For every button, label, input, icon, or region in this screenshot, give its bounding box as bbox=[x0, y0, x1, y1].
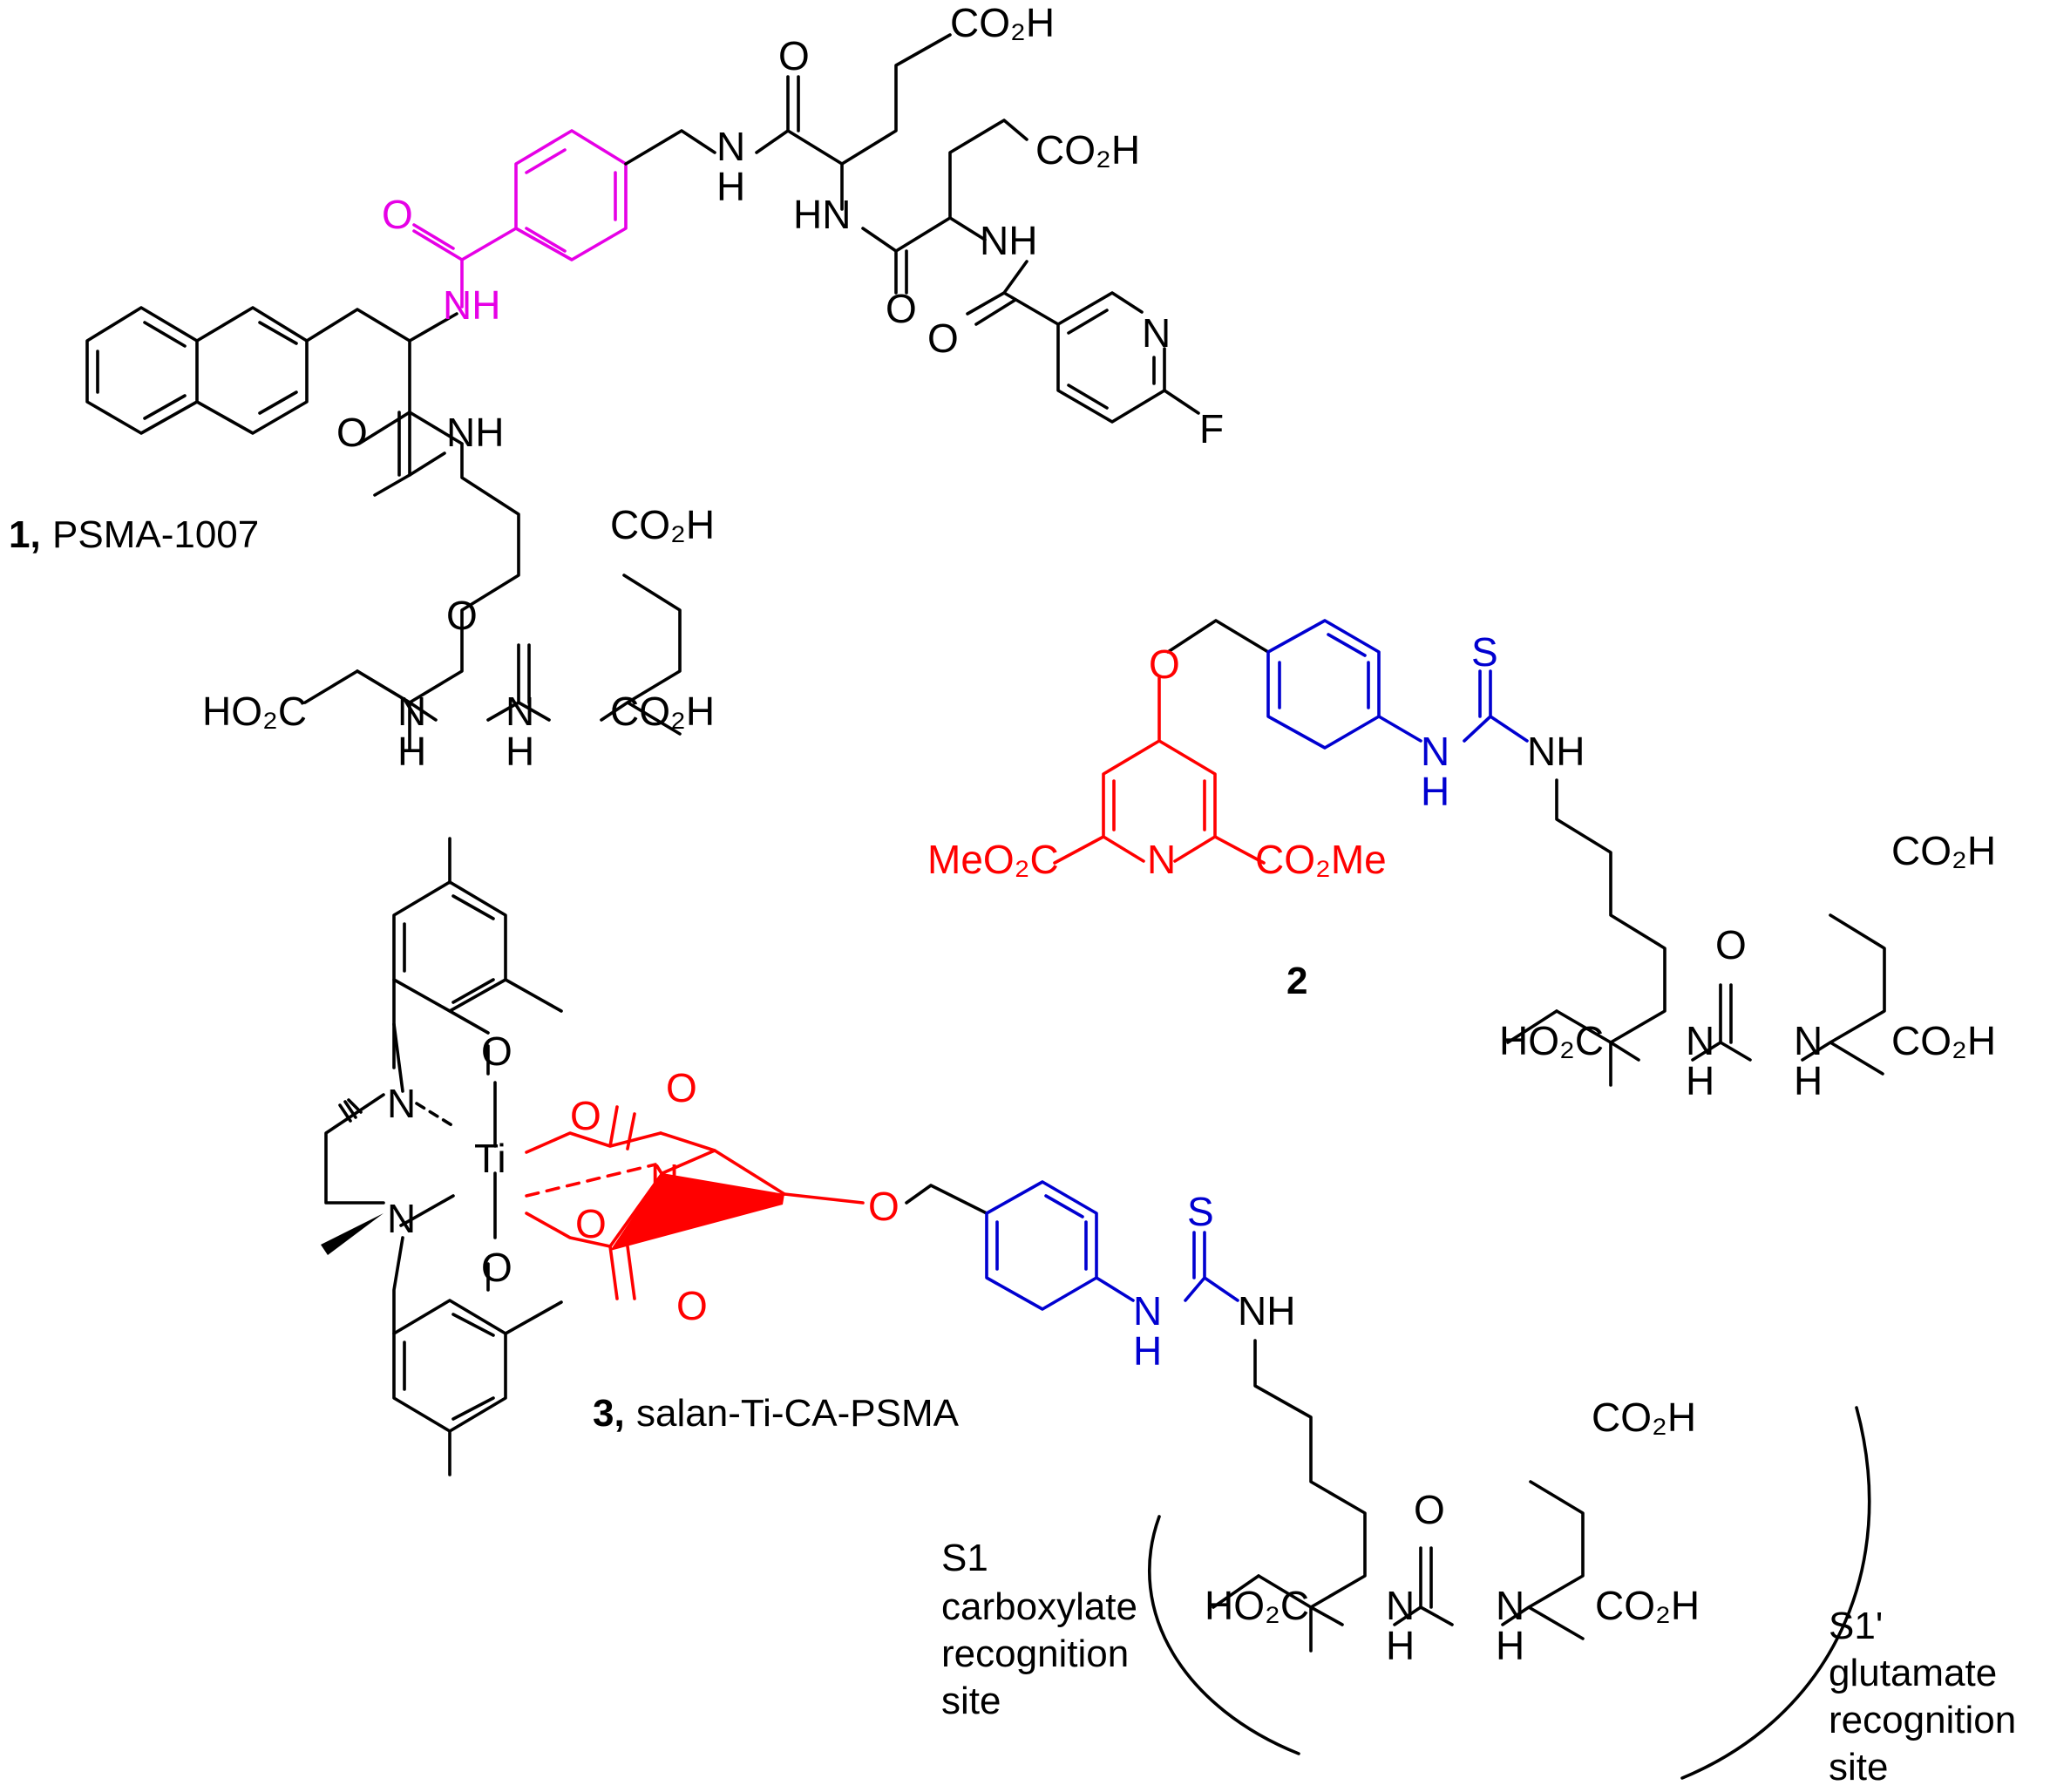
c1-n-urea-1: N bbox=[397, 689, 426, 734]
c2-n-urea-2: N bbox=[1794, 1018, 1823, 1063]
s1-site-label: S1 carboxylate recognition site bbox=[941, 1537, 1137, 1722]
c1-h-urea-1: H bbox=[397, 729, 426, 774]
c1-o-amide-magenta: O bbox=[382, 192, 413, 237]
c1-o-urea: O bbox=[446, 593, 478, 638]
c1-o-a: O bbox=[778, 33, 810, 78]
c3-o-ether: O bbox=[868, 1184, 899, 1229]
s1-prime-line-2: glutamate bbox=[1829, 1652, 1997, 1694]
c3-co2h-b: CO₂H bbox=[1595, 1583, 1700, 1628]
compound-3-atom-labels: Ti N N O O O O O O N O S N H NH CO₂H O H… bbox=[387, 1028, 1700, 1668]
c1-co2h-b: CO₂H bbox=[1035, 127, 1140, 173]
c1-nh-c: NH bbox=[980, 218, 1037, 263]
c2-co2h-a: CO₂H bbox=[1891, 828, 1996, 873]
compound-1-structure bbox=[85, 33, 1200, 751]
c3-o-phenolate-bottom: O bbox=[481, 1245, 512, 1290]
s1-line-2: carboxylate bbox=[941, 1585, 1137, 1628]
c1-co2h-c: CO₂H bbox=[610, 502, 715, 547]
compound-1-name: PSMA-1007 bbox=[52, 513, 259, 556]
c3-n-top: N bbox=[387, 1081, 416, 1126]
c2-o-urea: O bbox=[1715, 922, 1747, 967]
c3-o-carboxylate-bottom: O bbox=[575, 1201, 607, 1246]
c2-meo2c: MeO₂C bbox=[927, 837, 1059, 882]
compound-2-number: 2 bbox=[1286, 960, 1307, 1002]
compound-2-caption: 2 bbox=[1286, 960, 1307, 1002]
compound-1-caption: 1, PSMA-1007 bbox=[9, 513, 259, 556]
s1-line-1: S1 bbox=[941, 1537, 988, 1579]
c3-pyridine-n: N bbox=[650, 1156, 679, 1201]
c1-fluorine: F bbox=[1199, 406, 1224, 451]
c2-sulfur: S bbox=[1471, 629, 1498, 675]
compound-1-number: 1, bbox=[9, 513, 41, 556]
c3-sulfur: S bbox=[1187, 1189, 1214, 1234]
c3-o-keto-top: O bbox=[666, 1065, 697, 1110]
c3-co2h-a: CO₂H bbox=[1592, 1395, 1696, 1440]
c3-nh-thiourea-2: NH bbox=[1238, 1288, 1295, 1334]
c3-titanium: Ti bbox=[474, 1136, 506, 1181]
c1-nh-d: NH bbox=[446, 410, 504, 455]
c2-h-thiourea-1: H bbox=[1421, 769, 1449, 814]
compound-3-caption: 3, salan-Ti-CA-PSMA bbox=[593, 1392, 960, 1435]
s1-prime-site-label: S1' glutamate recognition site bbox=[1829, 1605, 2016, 1789]
s1-prime-line-3: recognition bbox=[1829, 1699, 2016, 1741]
c3-h-urea-1: H bbox=[1386, 1623, 1415, 1668]
s1-prime-line-4: site bbox=[1829, 1746, 1888, 1789]
c1-co2h-a: CO₂H bbox=[950, 0, 1055, 45]
c3-o-urea: O bbox=[1414, 1487, 1445, 1532]
c1-h-urea-2: H bbox=[506, 729, 534, 774]
c3-o-keto-bottom: O bbox=[676, 1283, 708, 1328]
s1-line-4: site bbox=[941, 1680, 1001, 1722]
c1-pyridine-n: N bbox=[1142, 310, 1171, 356]
c1-o-c: O bbox=[927, 316, 959, 361]
c3-h-thiourea-1: H bbox=[1133, 1328, 1162, 1374]
c3-o-phenolate-top: O bbox=[481, 1028, 512, 1074]
c2-h-urea-2: H bbox=[1794, 1058, 1823, 1103]
c2-co2me: CO₂Me bbox=[1255, 837, 1387, 882]
c1-h-a: H bbox=[716, 164, 745, 209]
compound-1-atom-labels: CO₂H CO₂H O N H HN NH O O N F O NH O NH … bbox=[202, 0, 1224, 774]
c3-h-urea-2: H bbox=[1496, 1623, 1524, 1668]
c1-o-d: O bbox=[336, 410, 368, 455]
c1-nh-magenta: NH bbox=[443, 282, 500, 328]
c3-ho2c: HO₂C bbox=[1205, 1583, 1309, 1628]
c2-n-urea-1: N bbox=[1686, 1018, 1714, 1063]
s1-line-3: recognition bbox=[941, 1632, 1129, 1675]
c2-co2h-b: CO₂H bbox=[1891, 1018, 1996, 1063]
c3-n-thiourea-1: N bbox=[1133, 1288, 1162, 1334]
c1-co2h-d: CO₂H bbox=[610, 689, 715, 734]
c3-n-urea-2: N bbox=[1496, 1583, 1524, 1628]
c1-n-urea-2: N bbox=[506, 689, 534, 734]
c1-o-b: O bbox=[886, 286, 917, 331]
c2-o-ether: O bbox=[1149, 641, 1180, 687]
compound-2-atom-labels: O S N H NH MeO₂C N CO₂Me CO₂H O HO₂C N H… bbox=[927, 629, 1996, 1103]
c2-pyridine-n: N bbox=[1147, 837, 1176, 882]
c1-n-a: N bbox=[716, 124, 745, 169]
compound-3-number: 3, bbox=[593, 1392, 625, 1435]
compound-3-structure bbox=[321, 837, 1871, 1780]
c1-ho2c: HO₂C bbox=[202, 689, 307, 734]
c2-nh-thiourea-2: NH bbox=[1527, 729, 1585, 774]
c3-n-urea-1: N bbox=[1386, 1583, 1415, 1628]
c1-hn-b: HN bbox=[793, 192, 851, 237]
c3-n-bottom: N bbox=[387, 1196, 416, 1241]
c2-h-urea-1: H bbox=[1686, 1058, 1714, 1103]
c2-n-thiourea-1: N bbox=[1421, 729, 1449, 774]
c3-o-carboxylate-top: O bbox=[570, 1093, 601, 1138]
compound-3-name: salan-Ti-CA-PSMA bbox=[636, 1392, 960, 1435]
compound-2-structure bbox=[1053, 619, 1886, 1087]
s1-prime-line-1: S1' bbox=[1829, 1605, 1883, 1647]
c2-ho2c: HO₂C bbox=[1499, 1018, 1604, 1063]
